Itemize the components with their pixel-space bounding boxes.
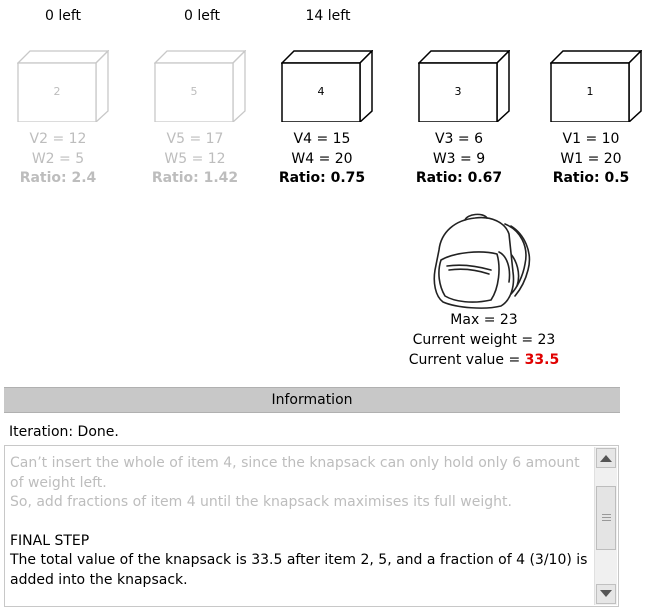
final-step-text: The total value of the knapsack is 33.5 …: [10, 552, 588, 588]
item-weight: W2 = 5: [31, 150, 85, 167]
triangle-down-icon: [600, 590, 612, 597]
box-icon: [281, 50, 373, 122]
box-icon: [154, 50, 246, 122]
knapsack-current-value-row: Current value = 33.5: [404, 350, 564, 370]
item-card-3: 3 V3 = 6 W3 = 9 Ratio: 0.67: [416, 50, 510, 186]
knapsack-current-value-label: Current value =: [408, 352, 525, 368]
information-text: Can’t insert the whole of item 4, since …: [10, 454, 588, 590]
knapsack-max: Max = 23: [450, 312, 518, 328]
item-number: 2: [53, 85, 61, 98]
vertical-scrollbar[interactable]: [594, 447, 617, 605]
information-textbox[interactable]: Can’t insert the whole of item 4, since …: [4, 445, 619, 607]
item-value: V2 = 12: [29, 131, 87, 147]
item-weight: W5 = 12: [164, 150, 226, 167]
backpack-icon: [433, 213, 531, 309]
item-5-remaining-count: 0 left: [183, 8, 221, 24]
item-weight: W1 = 20: [560, 150, 622, 167]
item-ratio: Ratio: 0.75: [278, 170, 366, 186]
item-ratio: Ratio: 0.67: [415, 170, 503, 186]
scroll-down-button[interactable]: [596, 584, 616, 604]
item-ratio: Ratio: 1.42: [151, 170, 239, 186]
item-number: 1: [586, 85, 594, 98]
item-ratio: Ratio: 2.4: [19, 170, 97, 186]
step-note-2: So, add fractions of item 4 until the kn…: [10, 494, 512, 510]
item-card-2: 2 V2 = 12 W2 = 5 Ratio: 2.4: [17, 50, 109, 186]
knapsack-status: Max = 23 Current weight = 23 Current val…: [404, 310, 564, 370]
scroll-up-button[interactable]: [596, 448, 616, 468]
item-2-remaining-count: 0 left: [44, 8, 82, 24]
item-value: V4 = 15: [293, 131, 351, 147]
item-number: 5: [190, 85, 198, 98]
item-4-remaining-count: 14 left: [305, 8, 351, 24]
item-weight: W3 = 9: [432, 150, 486, 167]
item-number: 4: [317, 85, 325, 98]
box-icon: [418, 50, 510, 122]
box-icon: [550, 50, 642, 122]
item-number: 3: [454, 85, 462, 98]
item-card-1: 1 V1 = 10 W1 = 20 Ratio: 0.5: [550, 50, 642, 186]
knapsack-current-value: 33.5: [524, 352, 560, 368]
step-note-1: Can’t insert the whole of item 4, since …: [10, 455, 580, 491]
item-value: V3 = 6: [434, 131, 484, 147]
item-card-5: 5 V5 = 17 W5 = 12 Ratio: 1.42: [152, 50, 246, 186]
item-value: V1 = 10: [562, 131, 620, 147]
information-header: Information: [4, 387, 620, 413]
item-ratio: Ratio: 0.5: [552, 170, 630, 186]
item-value: V5 = 17: [166, 131, 224, 147]
final-step-title: FINAL STEP: [10, 532, 90, 549]
knapsack-current-weight: Current weight = 23: [412, 332, 556, 348]
triangle-up-icon: [600, 455, 612, 462]
item-weight: W4 = 20: [291, 150, 353, 167]
box-icon: [17, 50, 109, 122]
iteration-status: Iteration: Done.: [9, 424, 119, 440]
item-card-4: 4 V4 = 15 W4 = 20 Ratio: 0.75: [279, 50, 373, 186]
scroll-thumb[interactable]: [596, 486, 616, 550]
